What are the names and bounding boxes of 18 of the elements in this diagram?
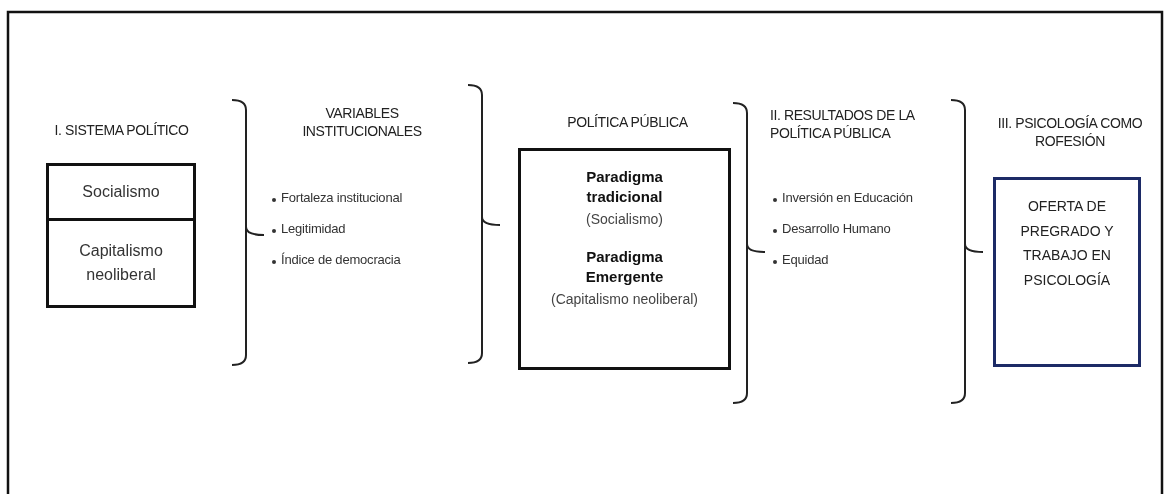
- bullet-item: Inversión en Educación: [782, 190, 913, 205]
- bullet-item: Equidad: [782, 252, 829, 267]
- bullet-item: Índice de democracia: [281, 252, 401, 267]
- bullet-item: Desarrollo Humano: [782, 221, 891, 236]
- category-cell: Capitalismo neoliberal: [49, 218, 193, 305]
- paradigm-note: (Capitalismo neoliberal): [549, 289, 700, 309]
- bullet-item: Legitimidad: [281, 221, 346, 236]
- section-heading: I. SISTEMA POLÍTICO: [53, 121, 190, 140]
- section-heading: II. RESULTADOS DE LA POLÍTICA PÚBLICA: [770, 106, 916, 143]
- paradigm-title: Paradigma tradicional: [585, 167, 664, 208]
- section-heading: POLÍTICA PÚBLICA: [566, 113, 689, 132]
- section-heading: III. PSICOLOGÍA COMO ROFESIÓN: [996, 114, 1144, 151]
- bullet-item: Fortaleza institucional: [281, 190, 403, 205]
- section-heading: VARIABLES INSTITUCIONALES: [301, 104, 423, 141]
- paradigm-title: Paradigma Emergente: [584, 247, 665, 288]
- paradigm-note: (Socialismo): [585, 209, 664, 229]
- box-text: OFERTA DE PREGRADO Y TRABAJO EN PSICOLOGÍA: [1020, 197, 1114, 290]
- category-cell: Socialismo: [49, 166, 193, 218]
